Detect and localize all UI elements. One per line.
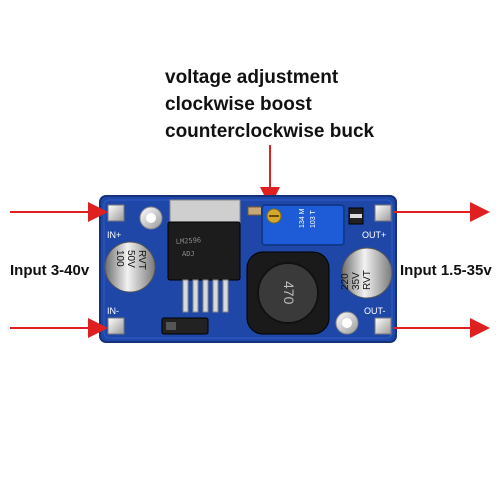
pad-in-plus: [107, 204, 125, 222]
pad-in-minus: [107, 317, 125, 335]
caption: voltage adjustment clockwise boost count…: [165, 64, 374, 145]
capacitor-right: 220 35V RVT: [340, 247, 393, 299]
caption-line-2: clockwise boost: [165, 94, 312, 115]
regulator-ic: LM2596 ADJ: [167, 199, 241, 313]
label-out-minus: OUT-: [364, 306, 386, 316]
input-voltage-label: Input 3-40v: [10, 262, 90, 279]
pad-out-plus: [374, 204, 392, 222]
caption-line-3: counterclockwise buck: [165, 121, 375, 142]
cap-right-line-2: 35V: [351, 272, 362, 290]
pad-out-minus: [374, 317, 392, 335]
capacitor-left: 100 50V RVT: [104, 241, 156, 293]
output-voltage-label: Input 1.5-35v: [400, 262, 492, 279]
potentiometer[interactable]: 134 M 103 T: [261, 204, 345, 246]
cap-right-line-1: 220: [340, 273, 351, 290]
caption-line-1: voltage adjustment: [165, 67, 339, 88]
pot-marking-2: 103 T: [310, 210, 317, 228]
label-in-minus: IN-: [107, 306, 119, 316]
svg-text:LM2596: LM2596: [176, 236, 202, 246]
smd-capacitor: [247, 206, 263, 216]
label-out-plus: OUT+: [362, 230, 386, 240]
cap-left-line-1: 100: [114, 250, 125, 267]
pot-marking-1: 134 M: [299, 208, 306, 228]
cap-left-line-2: 50V: [125, 250, 136, 268]
cap-right-line-3: RVT: [362, 270, 373, 290]
label-in-plus: IN+: [107, 230, 121, 240]
svg-text:ADJ: ADJ: [182, 250, 195, 258]
inductor-marking: 470: [281, 281, 297, 305]
cap-left-line-3: RVT: [136, 250, 147, 270]
inductor: 470: [246, 251, 330, 335]
